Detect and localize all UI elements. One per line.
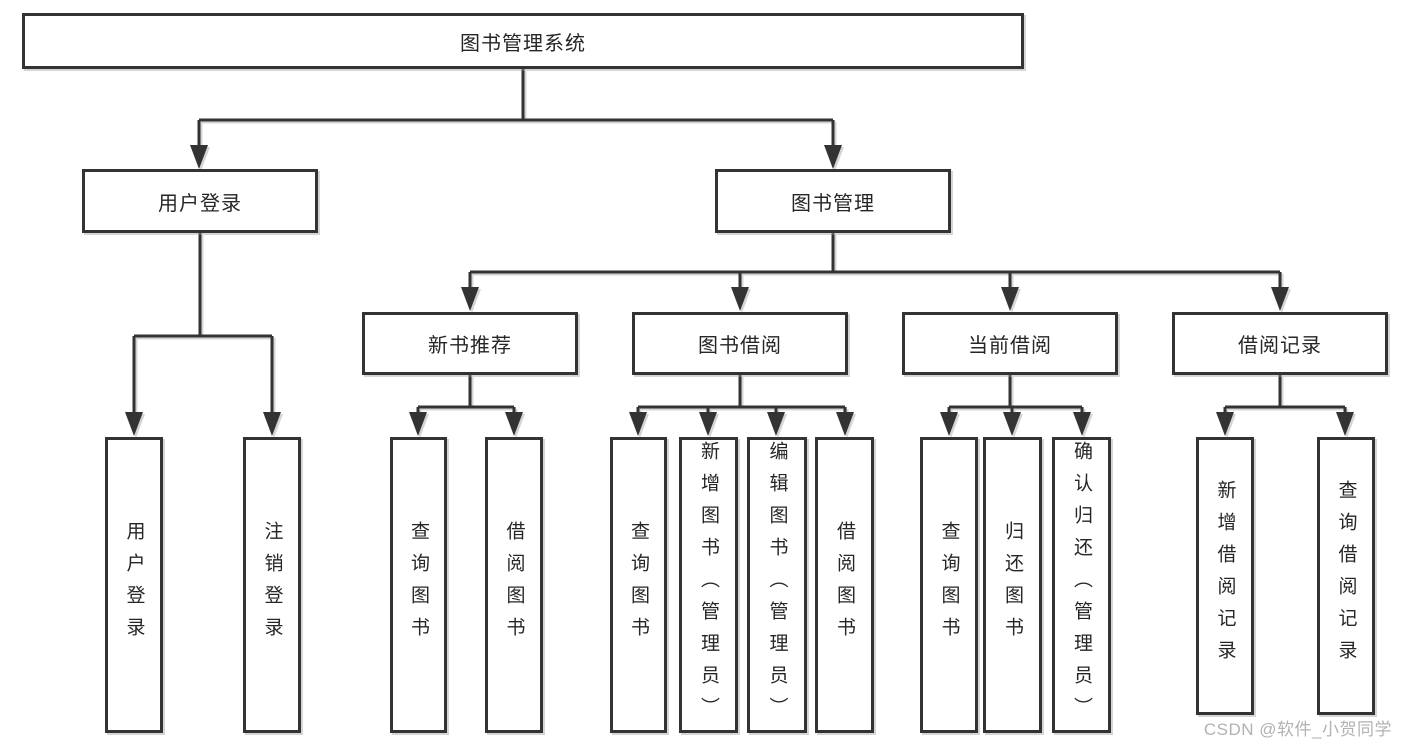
leaf-return-books-label: 归还图书 bbox=[1002, 521, 1023, 649]
leaf-confirm-return-admin: 确认归还（管理员） bbox=[1052, 437, 1111, 733]
leaf-edit-books-admin: 编辑图书（管理员） bbox=[747, 437, 807, 733]
node-current-borrowing-label: 当前借阅 bbox=[968, 335, 1052, 357]
leaf-edit-books-admin-label: 编辑图书（管理员） bbox=[766, 441, 788, 729]
leaf-borrow-books-label: 借阅图书 bbox=[834, 521, 855, 649]
node-book-management: 图书管理 bbox=[715, 169, 951, 233]
leaf-return-books: 归还图书 bbox=[983, 437, 1042, 733]
leaf-logout: 注销登录 bbox=[243, 437, 301, 733]
leaf-logout-label: 注销登录 bbox=[261, 521, 283, 649]
leaf-add-borrow-record-label: 新增借阅记录 bbox=[1214, 480, 1236, 672]
connector-segments bbox=[132, 69, 1347, 415]
leaf-add-books-admin: 新增图书（管理员） bbox=[679, 437, 738, 733]
leaf-query-books-recommend-label: 查询图书 bbox=[408, 521, 429, 649]
node-user-login: 用户登录 bbox=[82, 169, 318, 233]
node-user-login-label: 用户登录 bbox=[158, 192, 242, 215]
leaf-borrow-books: 借阅图书 bbox=[815, 437, 874, 733]
node-new-book-recommendation-label: 新书推荐 bbox=[428, 335, 512, 357]
arrowheads bbox=[125, 145, 1354, 436]
leaf-query-books-borrowing-label: 查询图书 bbox=[628, 521, 649, 649]
leaf-confirm-return-admin-label: 确认归还（管理员） bbox=[1071, 441, 1092, 729]
leaf-add-books-admin-label: 新增图书（管理员） bbox=[698, 441, 719, 729]
leaf-user-login: 用户登录 bbox=[105, 437, 163, 733]
node-borrow-records: 借阅记录 bbox=[1172, 312, 1388, 375]
leaf-query-borrow-record: 查询借阅记录 bbox=[1317, 437, 1375, 715]
leaf-query-books-current-label: 查询图书 bbox=[938, 521, 960, 649]
leaf-user-login-label: 用户登录 bbox=[123, 521, 145, 649]
leaf-query-books-borrowing: 查询图书 bbox=[610, 437, 667, 733]
leaf-add-borrow-record: 新增借阅记录 bbox=[1196, 437, 1254, 715]
node-book-borrowing-label: 图书借阅 bbox=[698, 335, 782, 357]
leaf-borrow-books-recommend: 借阅图书 bbox=[485, 437, 543, 733]
watermark: CSDN @软件_小贺同学 bbox=[1203, 720, 1392, 739]
node-root: 图书管理系统 bbox=[22, 13, 1024, 69]
leaf-borrow-books-recommend-label: 借阅图书 bbox=[503, 521, 525, 649]
node-new-book-recommendation: 新书推荐 bbox=[362, 312, 578, 375]
leaf-query-books-current: 查询图书 bbox=[920, 437, 978, 733]
node-root-label: 图书管理系统 bbox=[460, 32, 586, 55]
node-book-management-label: 图书管理 bbox=[791, 192, 875, 215]
leaf-query-books-recommend: 查询图书 bbox=[390, 437, 447, 733]
leaf-query-borrow-record-label: 查询借阅记录 bbox=[1335, 480, 1357, 672]
node-book-borrowing: 图书借阅 bbox=[632, 312, 848, 375]
node-current-borrowing: 当前借阅 bbox=[902, 312, 1118, 375]
node-borrow-records-label: 借阅记录 bbox=[1238, 335, 1322, 357]
